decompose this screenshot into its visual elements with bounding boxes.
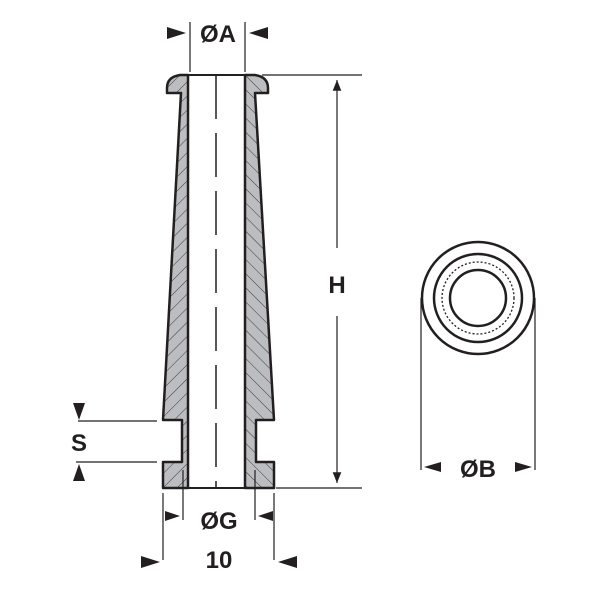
dim-label-a: ØA bbox=[200, 21, 236, 48]
section-view bbox=[161, 73, 276, 490]
dimension-b: ØB bbox=[420, 298, 536, 483]
dim-label-b: ØB bbox=[460, 456, 496, 483]
end-view bbox=[420, 240, 536, 356]
dim-label-h: H bbox=[328, 272, 345, 299]
dimension-s: S bbox=[71, 403, 157, 481]
dimension-h: H bbox=[262, 74, 362, 489]
dimension-g-and-base: ØG 10 bbox=[141, 470, 297, 574]
dimension-a: ØA bbox=[167, 21, 268, 72]
left-wall-section bbox=[161, 73, 190, 490]
dim-label-s: S bbox=[71, 430, 87, 457]
dim-label-g: ØG bbox=[200, 508, 237, 535]
dim-label-base-width: 10 bbox=[206, 547, 233, 574]
right-wall-section bbox=[243, 73, 276, 490]
